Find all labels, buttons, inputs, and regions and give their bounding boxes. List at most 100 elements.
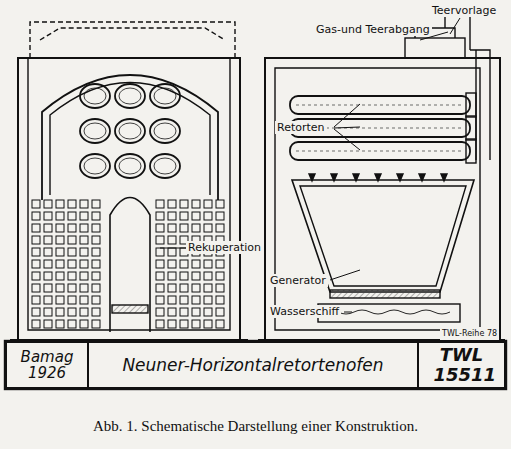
recuperation-channel	[56, 284, 64, 292]
recuperation-channel	[56, 308, 64, 316]
recuperation-channel	[68, 224, 76, 232]
recuperation-channel	[80, 284, 88, 292]
recuperation-channel	[44, 272, 52, 280]
recuperation-channel	[156, 200, 164, 208]
part-label: TWL-Reihe 78	[440, 327, 499, 340]
recuperation-channel	[68, 284, 76, 292]
recuperation-channel	[156, 308, 164, 316]
recuperation-channel	[92, 212, 100, 220]
recuperation-channel	[68, 308, 76, 316]
retort-section	[119, 158, 141, 174]
recuperation-channel	[44, 200, 52, 208]
recuperation-channel	[180, 296, 188, 304]
retort-section	[115, 84, 145, 108]
recuperation-channel	[44, 296, 52, 304]
retort-section	[119, 123, 141, 139]
recuperation-channel	[156, 236, 164, 244]
title-block-field: Neuner-Horizontalretortenofen	[88, 342, 418, 388]
recuperation-channel	[168, 224, 176, 232]
recuperation-channel	[32, 296, 40, 304]
recuperation-channel	[156, 224, 164, 232]
recuperation-channel	[216, 224, 224, 232]
recuperation-channel	[156, 296, 164, 304]
retort-section	[150, 154, 180, 178]
recuperation-channel	[204, 296, 212, 304]
recuperation-channel	[68, 272, 76, 280]
recuperation-channel	[32, 284, 40, 292]
recuperation-channel	[192, 284, 200, 292]
recuperation-channel	[68, 236, 76, 244]
recuperation-channel	[92, 260, 100, 268]
recuperation-channel	[180, 200, 188, 208]
retort-mouthpiece	[466, 93, 476, 117]
recuperation-channel	[180, 284, 188, 292]
title-block-field: Bamag 1926	[6, 342, 88, 388]
recuperation-channel	[192, 260, 200, 268]
recuperation-channel	[80, 248, 88, 256]
recuperation-channel	[32, 236, 40, 244]
recuperation-channel	[216, 320, 224, 328]
recuperation-channel	[44, 236, 52, 244]
recuperation-channel	[56, 224, 64, 232]
recuperation-channel	[44, 308, 52, 316]
retort-section	[154, 123, 176, 139]
retort-section	[150, 119, 180, 143]
retort-section	[154, 88, 176, 104]
recuperation-channel	[32, 224, 40, 232]
title-text: TWL 15511	[434, 345, 490, 385]
recuperation-channel	[92, 320, 100, 328]
recuperation-channel	[168, 236, 176, 244]
recuperation-channel	[204, 260, 212, 268]
retort-tube	[290, 142, 470, 160]
recuperation-channel	[216, 284, 224, 292]
recuperation-channel	[44, 260, 52, 268]
recuperation-channel	[168, 272, 176, 280]
recuperation-channel	[92, 308, 100, 316]
part-label: Teervorlage	[430, 4, 498, 17]
recuperation-channel	[44, 224, 52, 232]
recuperation-channel	[180, 212, 188, 220]
part-label: Generator	[268, 274, 328, 287]
recuperation-channel	[180, 308, 188, 316]
recuperation-channel	[192, 308, 200, 316]
recuperation-channel	[168, 248, 176, 256]
recuperation-channel	[156, 248, 164, 256]
air-nozzle	[397, 174, 403, 181]
recuperation-channel	[32, 272, 40, 280]
recuperation-channel	[156, 260, 164, 268]
recuperation-channel	[68, 200, 76, 208]
retort-tube	[290, 96, 470, 114]
retort-mouthpiece	[466, 139, 476, 163]
title-text: Bamag 1926	[19, 349, 75, 382]
recuperation-channel	[32, 248, 40, 256]
title-text: Neuner-Horizontalretortenofen	[122, 356, 383, 375]
retort-section	[115, 154, 145, 178]
recuperation-channel	[180, 224, 188, 232]
air-nozzle	[353, 174, 359, 181]
recuperation-channel	[168, 212, 176, 220]
retort-section	[115, 119, 145, 143]
recuperation-channel	[156, 272, 164, 280]
recuperation-channel	[80, 260, 88, 268]
recuperation-channel	[168, 296, 176, 304]
recuperation-channel	[56, 200, 64, 208]
retort-section	[150, 84, 180, 108]
recuperation-channel	[204, 224, 212, 232]
recuperation-channel	[216, 260, 224, 268]
recuperation-channel	[92, 272, 100, 280]
recuperation-channel	[168, 200, 176, 208]
air-nozzle	[441, 174, 447, 181]
recuperation-channel	[80, 272, 88, 280]
recuperation-channel	[68, 248, 76, 256]
figure-caption: Abb. 1. Schematische Darstellung einer K…	[0, 418, 511, 435]
recuperation-channel	[204, 212, 212, 220]
recuperation-channel	[192, 296, 200, 304]
recuperation-channel	[68, 296, 76, 304]
recuperation-channel	[56, 272, 64, 280]
recuperation-channel	[192, 320, 200, 328]
recuperation-channel	[216, 272, 224, 280]
recuperation-channel	[204, 200, 212, 208]
retort-section	[84, 123, 106, 139]
part-label: Gas-und Teerabgang	[314, 23, 432, 36]
recuperation-channel	[216, 200, 224, 208]
